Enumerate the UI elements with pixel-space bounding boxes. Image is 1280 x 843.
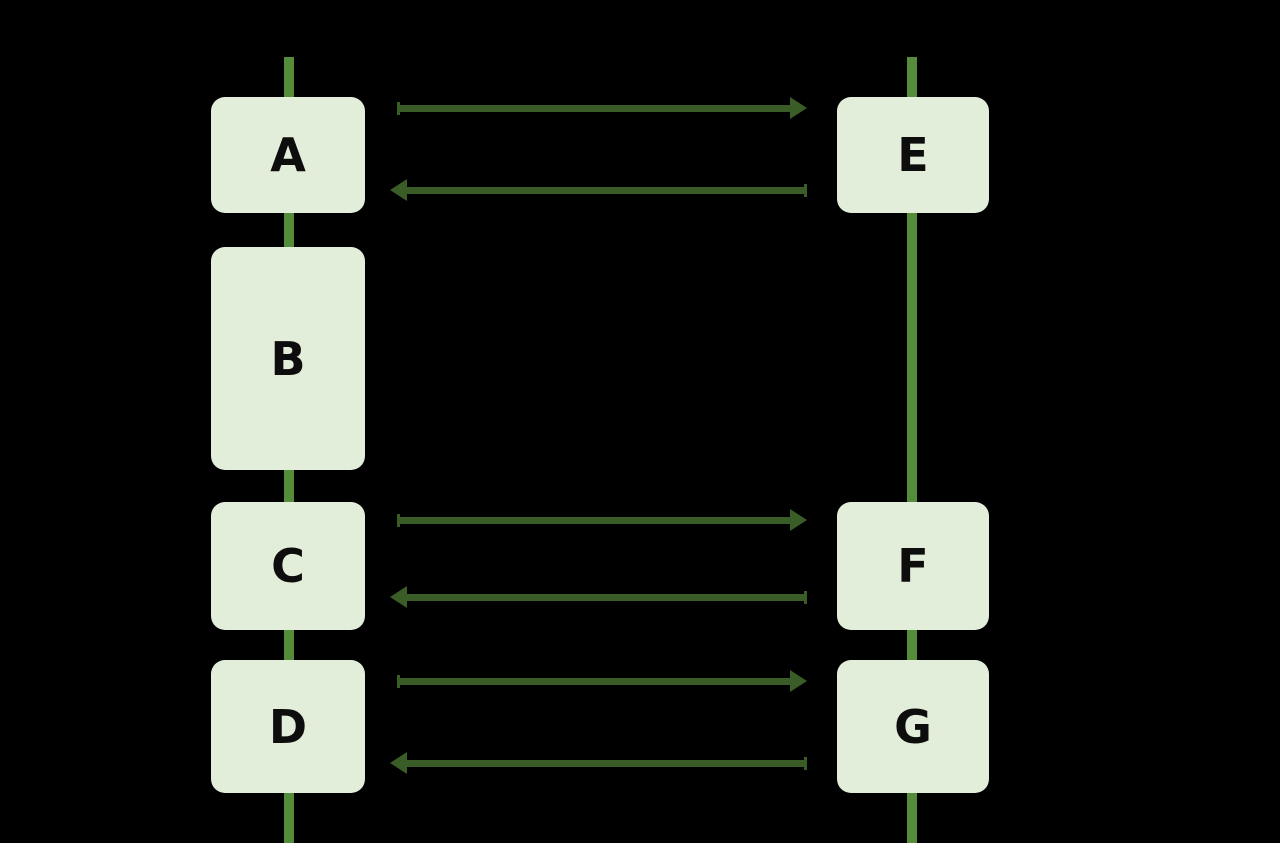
message-line <box>407 760 807 767</box>
node-label: A <box>270 128 306 182</box>
node-f[interactable]: F <box>837 502 989 630</box>
message-tail-tick <box>397 102 400 115</box>
message-line <box>407 187 807 194</box>
node-label: B <box>270 331 306 386</box>
message-tail-tick <box>397 675 400 688</box>
message-tail-tick <box>804 184 807 197</box>
message-tail-tick <box>804 757 807 770</box>
node-label: D <box>268 699 308 754</box>
node-label: G <box>894 699 932 754</box>
arrowhead-right-icon <box>790 670 807 692</box>
message-line <box>397 678 790 685</box>
arrowhead-right-icon <box>790 97 807 119</box>
message-line <box>397 517 790 524</box>
arrowhead-left-icon <box>390 586 407 608</box>
message-line <box>407 594 807 601</box>
node-d[interactable]: D <box>211 660 365 793</box>
message-line <box>397 105 790 112</box>
lifeline-right <box>907 57 917 843</box>
node-label: F <box>897 539 929 593</box>
message-tail-tick <box>804 591 807 604</box>
arrowhead-left-icon <box>390 752 407 774</box>
arrowhead-right-icon <box>790 509 807 531</box>
node-label: C <box>271 539 305 593</box>
message-tail-tick <box>397 514 400 527</box>
node-a[interactable]: A <box>211 97 365 213</box>
node-e[interactable]: E <box>837 97 989 213</box>
node-c[interactable]: C <box>211 502 365 630</box>
node-g[interactable]: G <box>837 660 989 793</box>
arrowhead-left-icon <box>390 179 407 201</box>
node-label: E <box>897 128 929 182</box>
node-b[interactable]: B <box>211 247 365 470</box>
